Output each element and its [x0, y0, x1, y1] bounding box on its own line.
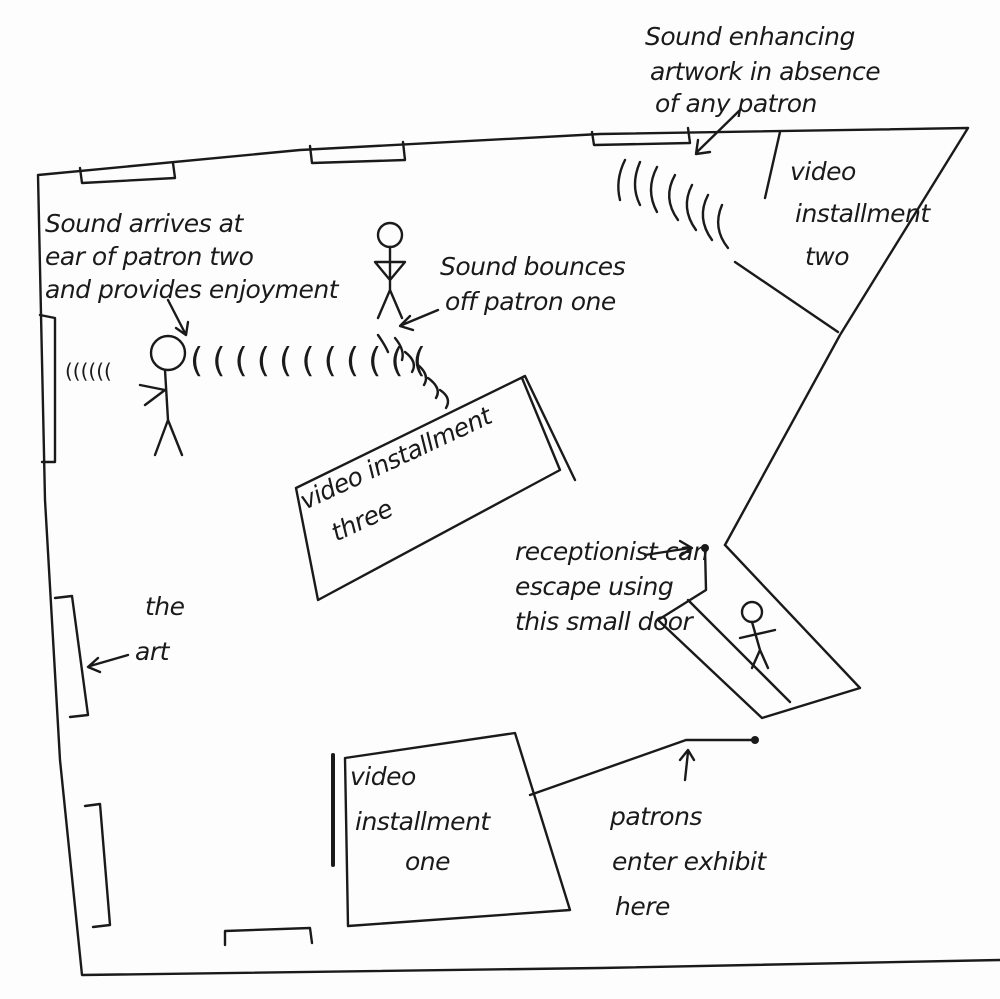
- reception-booth: [656, 543, 862, 720]
- entrance-line: [528, 738, 757, 797]
- label-receptionist: receptionist can escape using this small…: [515, 537, 709, 636]
- patron-two-figure: [138, 334, 187, 457]
- svg-text:artwork in absence: artwork in absence: [650, 57, 880, 86]
- svg-text:receptionist can: receptionist can: [515, 537, 708, 566]
- svg-text:video installment: video installment: [295, 401, 497, 516]
- svg-text:art: art: [135, 637, 171, 666]
- door-hinge: [701, 544, 709, 552]
- svg-text:ear of patron two: ear of patron two: [45, 242, 254, 271]
- patron-one-figure: [373, 221, 407, 320]
- label-sound-arrives: Sound arrives at ear of patron two and p…: [45, 209, 340, 304]
- arrow-to-patron-two: [166, 298, 190, 337]
- svg-text:here: here: [615, 892, 670, 921]
- sound-waves-bounce: [376, 333, 450, 410]
- sound-waves-artwork: [617, 158, 730, 250]
- svg-text:(((((((((((: (((((((((((: [190, 341, 435, 381]
- arrow-to-sound-source: [694, 108, 742, 156]
- svg-text:and provides enjoyment: and provides enjoyment: [45, 275, 340, 304]
- svg-text:escape using: escape using: [515, 572, 673, 601]
- svg-text:Sound bounces: Sound bounces: [440, 252, 626, 281]
- svg-text:Sound arrives at: Sound arrives at: [45, 209, 244, 238]
- label-patrons-enter: patrons enter exhibit here: [609, 802, 768, 921]
- label-sound-enhancing: Sound enhancing artwork in absence of an…: [645, 22, 881, 118]
- svg-text:of any patron: of any patron: [655, 89, 817, 118]
- svg-text:one: one: [405, 847, 450, 876]
- wall-art-top-3: [590, 126, 692, 147]
- label-video-one: video installment one: [350, 762, 492, 876]
- svg-text:((((((: ((((((: [65, 359, 112, 383]
- arrow-to-art: [86, 653, 130, 674]
- wall-art-top-2: [308, 140, 407, 165]
- wall-art-left-3: [83, 802, 112, 929]
- svg-text:off patron one: off patron one: [445, 287, 616, 316]
- svg-text:patrons: patrons: [609, 802, 702, 831]
- svg-text:installment: installment: [355, 807, 491, 836]
- wall-art-left-1: [38, 313, 57, 464]
- arrow-to-patron-one: [398, 308, 440, 332]
- svg-text:Sound enhancing: Sound enhancing: [645, 22, 855, 51]
- label-video-two: video installment two: [790, 157, 932, 271]
- video-installment-three-box: [294, 374, 577, 602]
- reception-desk-line: [686, 598, 792, 704]
- label-video-three: video installment three: [295, 401, 497, 548]
- label-the-art: the art: [135, 592, 185, 666]
- svg-text:video: video: [790, 157, 856, 186]
- receptionist-arrow: [643, 539, 694, 558]
- svg-text:three: three: [327, 494, 398, 547]
- video-two-divider: [763, 130, 782, 200]
- entrance-arrow: [678, 748, 696, 782]
- svg-text:video: video: [350, 762, 416, 791]
- receptionist-figure: [738, 600, 777, 670]
- svg-text:this small door: this small door: [515, 607, 695, 636]
- svg-text:installment: installment: [795, 199, 931, 228]
- wall-art-bottom: [223, 926, 314, 947]
- sound-waves-horizontal: (((((( (((((((((((: [65, 341, 435, 383]
- wall-art-left-2: [53, 594, 90, 719]
- svg-text:enter exhibit: enter exhibit: [612, 847, 767, 876]
- wall-art-top-1: [78, 161, 177, 185]
- video-installment-one-box: [343, 731, 572, 928]
- entrance-dot: [751, 736, 759, 744]
- label-sound-bounces: Sound bounces off patron one: [440, 252, 626, 316]
- svg-text:the: the: [145, 592, 185, 621]
- svg-text:two: two: [805, 242, 849, 271]
- room-outline: [36, 126, 1000, 977]
